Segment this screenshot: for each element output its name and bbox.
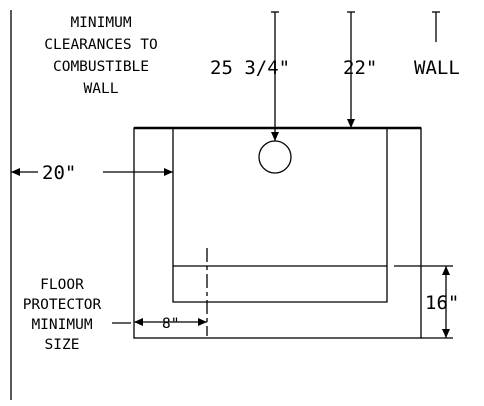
side-extension-arrowhead-left [134, 318, 143, 326]
title-line-2: CLEARANCES TO [44, 37, 158, 53]
floor-protector-line-3: MINIMUM [31, 317, 92, 333]
front-clearance-arrowhead-top [442, 266, 450, 275]
floor-protector-line-2: PROTECTOR [23, 297, 102, 313]
title-line-4: WALL [84, 81, 119, 97]
side-clearance-arrowhead-left [11, 168, 20, 176]
side-clearance-arrowhead-right [164, 168, 173, 176]
side-extension-label: 8" [162, 316, 179, 332]
stove-outline [172, 128, 388, 303]
protector-dimension-label: 22" [343, 57, 377, 79]
title-line-3: COMBUSTIBLE [53, 59, 149, 75]
floor-protector-line-1: FLOOR [40, 277, 84, 293]
flue-collar [258, 140, 292, 174]
floor-protector-outline [133, 127, 422, 339]
protector-arrowhead [347, 119, 355, 128]
side-clearance-label: 20" [42, 162, 76, 184]
flue-dimension-label: 25 3/4" [210, 57, 290, 79]
side-extension-arrowhead-right [198, 318, 207, 326]
front-clearance-label: 16" [425, 292, 459, 314]
title-line-1: MINIMUM [70, 15, 131, 31]
front-clearance-arrowhead-bottom [442, 329, 450, 338]
floor-protector-line-4: SIZE [45, 337, 80, 353]
flue-arrowhead [271, 132, 279, 141]
wall-label: WALL [414, 57, 460, 79]
